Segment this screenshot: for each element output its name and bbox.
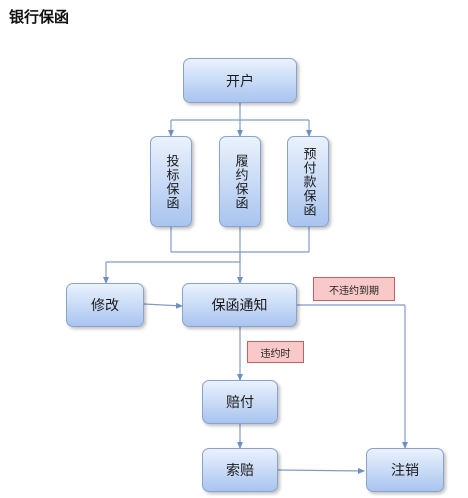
- node-bid-guarantee: 投标保函: [150, 136, 192, 227]
- node-guarantee-notice: 保函通知: [182, 283, 297, 327]
- node-modify: 修改: [66, 283, 144, 327]
- note-no-breach-expiry: 不违约到期: [313, 277, 395, 301]
- node-prepayment-guarantee: 预付款保函: [287, 136, 329, 227]
- arrow-claim-cancel: [277, 467, 365, 474]
- node-open-label: 开户: [226, 73, 254, 90]
- node-guarantee-notice-label: 保函通知: [211, 298, 268, 314]
- node-performance-guarantee-label: 履约保函: [232, 153, 248, 210]
- node-compensation-label: 赔付: [226, 395, 254, 411]
- node-claim: 索赔: [202, 448, 278, 492]
- node-claim-label: 索赔: [226, 463, 254, 479]
- node-open: 开户: [183, 58, 297, 103]
- node-cancel: 注销: [366, 448, 444, 492]
- node-bid-guarantee-label: 投标保函: [163, 153, 179, 210]
- note-on-breach: 违约时: [247, 341, 304, 363]
- node-performance-guarantee: 履约保函: [219, 136, 261, 227]
- node-compensation: 赔付: [202, 380, 278, 424]
- arrow-modify-notice: [143, 302, 183, 309]
- node-prepayment-guarantee-label: 预付款保函: [300, 146, 316, 217]
- node-modify-label: 修改: [91, 298, 119, 314]
- note-on-breach-label: 违约时: [260, 348, 291, 360]
- page-title: 银行保函: [9, 8, 70, 26]
- note-no-breach-expiry-label: 不违约到期: [329, 285, 379, 297]
- node-cancel-label: 注销: [391, 463, 419, 479]
